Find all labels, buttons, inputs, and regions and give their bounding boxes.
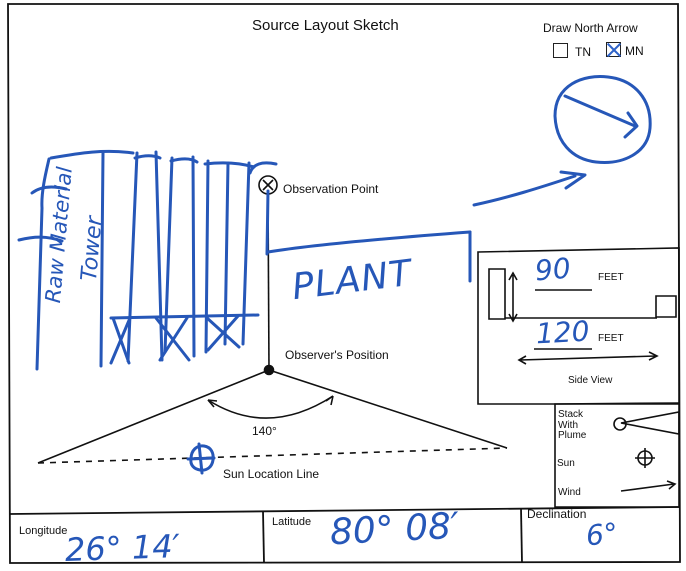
tower-annotation: Tower — [77, 215, 108, 283]
legend-stack-circle — [613, 417, 627, 431]
observation-point-label: Observation Point — [283, 182, 379, 196]
side-view-feet-label-bottom: FEET — [598, 333, 624, 344]
true-north-label: TN — [575, 45, 591, 59]
magnetic-north-checkbox[interactable] — [606, 42, 621, 57]
longitude-divider — [262, 510, 265, 564]
tower-column-2 — [126, 151, 139, 363]
angle-arc — [207, 395, 334, 419]
form-title: Source Layout Sketch — [252, 17, 399, 34]
latitude-value: 80° 08′ — [328, 505, 461, 554]
tower-cross-2b — [158, 316, 189, 362]
declination-value: 6° — [584, 516, 620, 553]
tower-bottom-frame — [109, 313, 260, 320]
plume-arrow-head — [559, 170, 587, 190]
magnetic-north-label: MN — [625, 44, 644, 58]
tower-top-2 — [169, 157, 199, 164]
side-view-distance-top: 90 — [533, 251, 572, 288]
north-arrow-shaft — [563, 94, 637, 128]
observation-point-x — [262, 179, 274, 191]
tower-base-line — [35, 157, 51, 371]
sun-symbol-horizontal — [186, 456, 216, 461]
tower-column-5 — [191, 155, 196, 358]
tower-cross-1b — [109, 316, 132, 365]
wind-legend-label: Wind — [558, 487, 581, 498]
sun-legend-label: Sun — [557, 458, 575, 469]
side-view-small-building — [655, 295, 677, 318]
plant-top — [266, 230, 472, 254]
north-arrow-circle — [553, 75, 652, 164]
longitude-label: Longitude — [19, 525, 68, 537]
observation-angle-label: 140° — [252, 424, 277, 438]
tower-top-1 — [133, 154, 162, 160]
tower-column-7 — [223, 161, 230, 346]
latitude-label: Latitude — [272, 516, 312, 528]
observer-position-dot — [263, 364, 275, 376]
side-view-box — [477, 247, 680, 508]
right-observer-line — [268, 369, 508, 449]
longitude-value: 26° 14′ — [64, 527, 181, 569]
declination-label: Declination — [527, 507, 587, 521]
legend-wind-arrow — [620, 480, 677, 492]
sun-location-line-label: Sun Location Line — [223, 467, 320, 481]
horizontal-dimension-arrow — [517, 351, 659, 365]
plant-roof — [265, 189, 270, 256]
north-arrow-head — [623, 111, 639, 139]
tower-sketch-scribble-side — [17, 235, 64, 243]
left-observer-line — [37, 369, 270, 464]
tower-left-outline — [49, 149, 135, 160]
legend-stack-shape — [620, 411, 680, 435]
tower-top-3 — [203, 161, 256, 169]
plume-arrow — [472, 174, 577, 207]
main-frame — [7, 3, 681, 564]
bottom-divider — [9, 506, 681, 515]
plant-roof-left — [248, 161, 278, 175]
legend-sun-cross — [635, 448, 655, 468]
north-arrow-title: Draw North Arrow — [543, 21, 638, 35]
tower-sketch-scribble-top — [30, 185, 68, 195]
side-view-feet-label-top: FEET — [598, 272, 624, 283]
tower-column-3 — [154, 150, 164, 362]
side-view-distance-bottom: 120 — [535, 314, 591, 351]
stack-with-plume-label: Stack With Plume — [558, 409, 587, 441]
angle-arrow-right — [325, 395, 334, 406]
hand-drawn-sketch — [17, 75, 652, 475]
tower-column-1 — [99, 151, 105, 368]
observer-position-label: Observer's Position — [285, 348, 389, 362]
tower-cross-3b — [206, 314, 240, 352]
printed-observation-geometry — [37, 175, 508, 464]
tower-column-8 — [241, 161, 251, 346]
side-view-stack — [488, 268, 506, 320]
vertical-dimension-arrow — [508, 271, 518, 323]
form-frame — [7, 3, 681, 564]
sun-location-line — [37, 447, 508, 464]
declination-divider — [520, 507, 523, 564]
tower-column-4 — [163, 156, 174, 354]
side-view-title: Side View — [568, 375, 613, 386]
angle-arrow-left — [207, 399, 218, 408]
tower-column-6 — [204, 159, 210, 354]
true-north-checkbox[interactable] — [553, 43, 568, 58]
legend-box — [554, 402, 680, 508]
